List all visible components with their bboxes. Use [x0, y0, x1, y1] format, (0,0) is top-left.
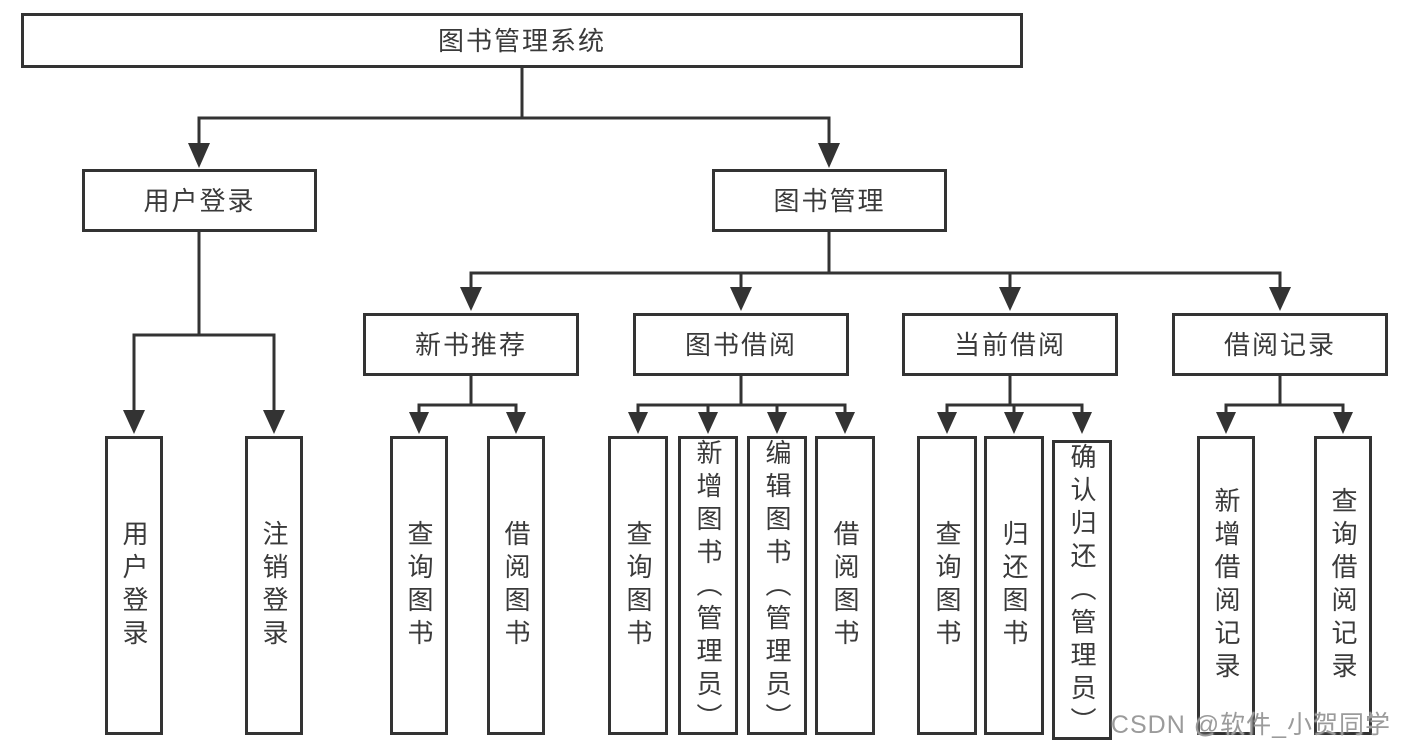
arrowhead-br4: [835, 412, 855, 434]
node-new-book-recommend: 新书推荐: [363, 313, 579, 376]
node-borrow-records: 借阅记录: [1172, 313, 1388, 376]
arrowhead-records: [1269, 287, 1291, 311]
arrowhead-re2: [1333, 412, 1353, 434]
node-root: 图书管理系统: [21, 13, 1023, 68]
leaf-current-query: 查询图书: [917, 436, 977, 735]
leaf-user-login: 用户登录: [105, 436, 163, 735]
leaf-newbook-query: 查询图书: [390, 436, 448, 735]
arrowhead-nb1: [409, 412, 429, 434]
node-current-borrow: 当前借阅: [902, 313, 1118, 376]
arrowhead-re1: [1216, 412, 1236, 434]
node-user-login: 用户登录: [82, 169, 317, 232]
arrowhead-login: [123, 410, 145, 434]
arrowhead-br1: [628, 412, 648, 434]
arrowhead-br2: [698, 412, 718, 434]
leaf-record-add: 新增借阅记录: [1197, 436, 1255, 735]
leaf-logout: 注销登录: [245, 436, 303, 735]
arrowhead-logout: [263, 410, 285, 434]
arrowhead-cu1: [937, 412, 957, 434]
arrowhead-current: [999, 287, 1021, 311]
arrowhead-borrow: [730, 287, 752, 311]
arrowhead-newbook: [460, 287, 482, 311]
leaf-current-confirm-admin: 确认归还（管理员）: [1052, 440, 1112, 740]
csdn-watermark: CSDN @软件_小贺同学: [1110, 711, 1391, 739]
leaf-record-query: 查询借阅记录: [1314, 436, 1372, 735]
arrowhead-nb2: [506, 412, 526, 434]
leaf-borrow-add-admin: 新增图书（管理员）: [678, 436, 738, 736]
arrowhead-user-login: [188, 143, 210, 168]
arrowhead-cu2: [1004, 412, 1024, 434]
leaf-newbook-borrow: 借阅图书: [487, 436, 545, 735]
node-book-borrow: 图书借阅: [633, 313, 849, 376]
arrowhead-book-mgmt: [818, 143, 840, 168]
leaf-borrow-book: 借阅图书: [815, 436, 875, 735]
arrowhead-br3: [767, 412, 787, 434]
leaf-borrow-query: 查询图书: [608, 436, 668, 735]
leaf-borrow-edit-admin: 编辑图书（管理员）: [747, 436, 807, 736]
node-book-management: 图书管理: [712, 169, 947, 232]
arrowhead-cu3: [1072, 412, 1092, 434]
leaf-current-return: 归还图书: [984, 436, 1044, 735]
